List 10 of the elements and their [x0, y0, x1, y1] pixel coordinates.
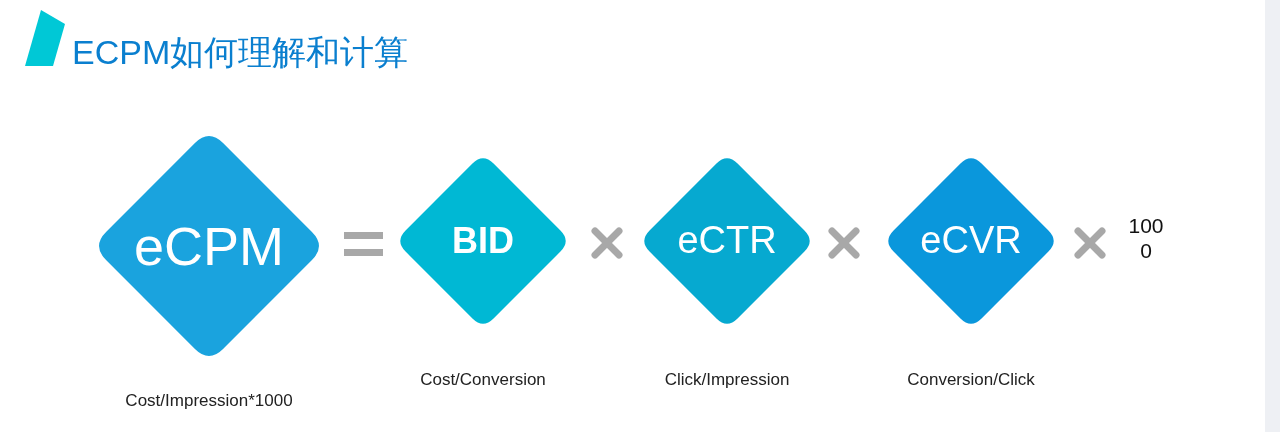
formula-caption: Cost/Impression*1000: [124, 391, 294, 411]
diamond-label: eCPM: [133, 214, 285, 278]
diamond-label: eCVR: [919, 218, 1023, 264]
formula-caption: Conversion/Click: [906, 370, 1036, 390]
diamond-label: BID: [451, 219, 515, 263]
diamond-label: eCTR: [676, 218, 778, 264]
title: ECPM如何理解和计算: [72, 32, 409, 73]
multiplier-number: 1000: [1127, 213, 1165, 263]
formula-caption: Click/Impression: [663, 370, 791, 390]
formula-caption: Cost/Conversion: [419, 370, 547, 390]
